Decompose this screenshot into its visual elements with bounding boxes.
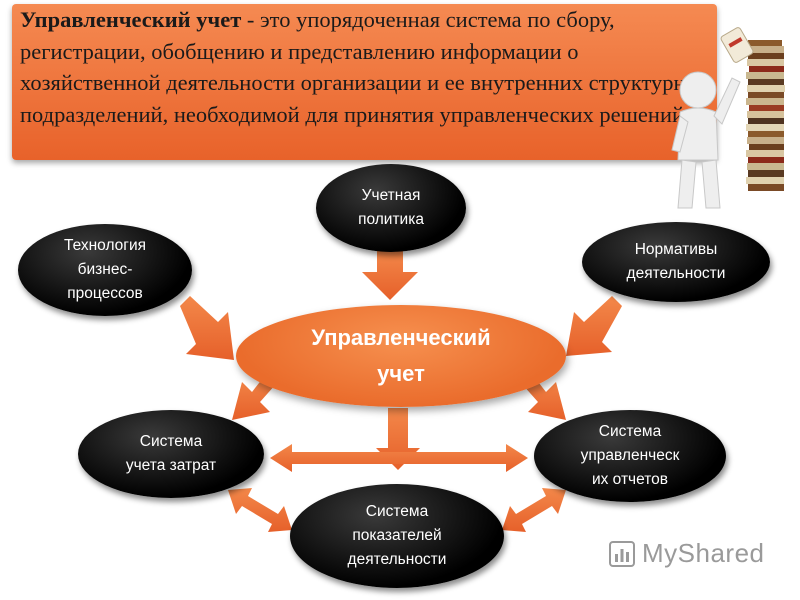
node-performance-indicators-system: Система показателей деятельности — [290, 484, 504, 588]
arrow-costs-indicators-double — [228, 488, 292, 532]
node-policy-line1: Учетная — [361, 187, 421, 204]
node-costs-line1: Система — [139, 433, 203, 450]
arrow-norms-to-center — [566, 296, 622, 356]
node-tech-line1: Технология — [63, 237, 146, 254]
logo-text: MyShared — [642, 538, 765, 568]
node-tech-line2: бизнес- — [77, 261, 133, 278]
node-reports-line3: их отчетов — [591, 471, 669, 488]
node-reports-line2: управленческ — [580, 447, 680, 464]
definition-text: Управленческий учет - это упорядоченная … — [20, 4, 720, 130]
arrow-tech-to-center — [180, 296, 234, 360]
node-tech-line3: процессов — [67, 285, 143, 302]
book-stack — [746, 40, 785, 191]
node-norms-line1: Нормативы — [634, 241, 718, 258]
node-management-reports-system: Система управленческ их отчетов — [534, 410, 726, 502]
definition-term: Управленческий учет — [20, 7, 242, 32]
myshared-logo: MyShared — [608, 538, 765, 569]
scroll-icon — [720, 27, 754, 63]
node-costs-line2: учета затрат — [125, 457, 217, 474]
arrow-costs-reports-double — [270, 444, 528, 472]
node-accounting-policy: Учетная политика — [316, 164, 466, 252]
node-indicators-line3: деятельности — [347, 551, 447, 568]
white-figure — [671, 71, 741, 209]
definition-body: - это упорядоченная система по сбору, ре… — [20, 7, 712, 127]
arrow-policy-to-center — [362, 250, 418, 300]
center-node-management-accounting: Управленческий учет — [236, 305, 566, 407]
node-indicators-line1: Система — [365, 503, 429, 520]
center-label-line1: Управленческий — [311, 325, 491, 350]
node-cost-accounting-system: Система учета затрат — [78, 410, 264, 498]
node-policy-line2: политика — [358, 211, 424, 228]
node-indicators-line2: показателей — [352, 527, 442, 544]
node-business-process-technology: Технология бизнес-процессов — [18, 224, 192, 316]
arrow-indicators-reports-double — [502, 488, 566, 532]
arrow-center-to-costs — [232, 374, 276, 420]
node-activity-norms: Нормативы деятельности — [582, 222, 770, 302]
node-norms-line2: деятельности — [626, 265, 726, 282]
node-reports-line1: Система — [598, 423, 662, 440]
center-label-line2: учет — [377, 361, 425, 386]
definition-box — [12, 4, 717, 160]
figure-with-books-illustration — [671, 27, 785, 209]
chart-icon — [609, 540, 635, 567]
